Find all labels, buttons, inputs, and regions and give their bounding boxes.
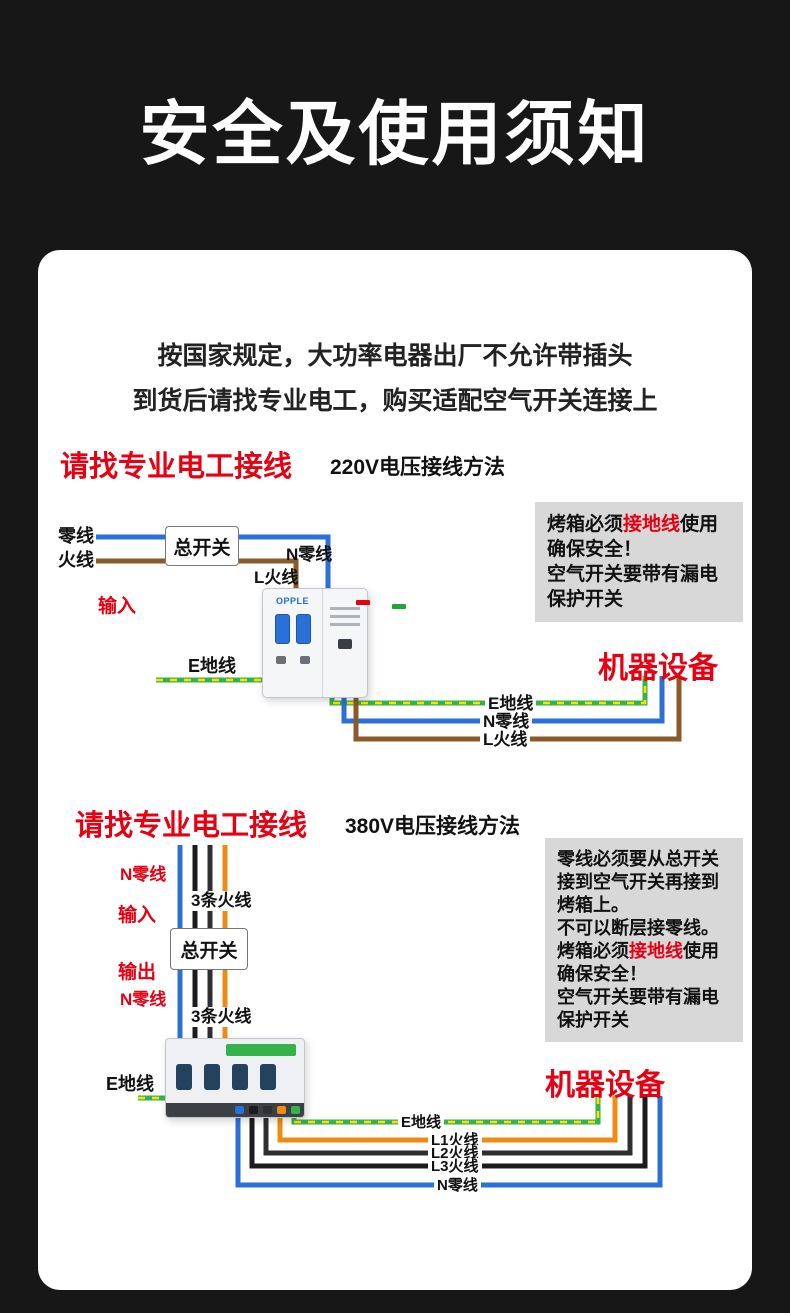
label-l1-out-380: L1火线	[428, 1132, 482, 1150]
note-line: 接到空气开关再接到	[557, 872, 719, 892]
red-indicator-mark	[356, 600, 370, 605]
label-earth-out-380: E地线	[398, 1114, 445, 1132]
label-l3-out-380: L3火线	[428, 1158, 482, 1176]
note-line: 确保安全！	[547, 539, 643, 560]
breaker-220-handles	[274, 614, 311, 644]
breaker-220-test-button	[338, 639, 352, 649]
note-text-segment: 接地线	[629, 941, 683, 961]
note-text-segment: 接地线	[623, 514, 681, 535]
label-n-neutral-220: N零线	[286, 545, 333, 564]
main-switch-label-220: 总开关	[173, 537, 231, 559]
terminal-l3	[249, 1106, 258, 1114]
intro-text: 按国家规定，大功率电器出厂不允许带插头 到货后请找专业电工，购买适配空气开关连接…	[38, 334, 752, 424]
green-indicator-mark	[392, 604, 406, 609]
circuit-breaker-photo-220v: OPPLE	[262, 588, 368, 698]
wire-n-neutral-220	[239, 534, 331, 592]
breaker-220-terminals	[275, 656, 310, 664]
terminal-l1	[277, 1106, 286, 1114]
note-text-segment: 烤箱必须	[547, 514, 624, 535]
main-switch-box-220: 总开关	[165, 526, 239, 566]
terminal-neutral	[235, 1106, 244, 1114]
label-three-live-in-380: 3条火线	[188, 891, 255, 911]
device-label-220: 机器设备	[598, 652, 718, 685]
note-line: 保护开关	[557, 1010, 629, 1030]
label-earth-in-220: E地线	[188, 656, 237, 676]
label-earth-out-220: E地线	[485, 694, 537, 714]
heading-220v-method: 220V电压接线方法	[330, 456, 506, 479]
label-neutral-out-220: N零线	[480, 712, 533, 732]
label-live-out-220: L火线	[480, 730, 531, 750]
label-live-in-220: 火线	[58, 550, 94, 570]
main-switch-box-380: 总开关	[170, 928, 248, 970]
note-line: 空气开关要带有漏电	[547, 564, 719, 585]
wiring-diagrams-svg	[96, 534, 682, 1188]
wire-l-live-220	[239, 558, 299, 592]
heading-380v-red: 请找专业电工接线	[75, 810, 308, 842]
note-text-segment: 使用	[680, 514, 719, 535]
note-line: 不可以断层接零线。	[557, 918, 719, 938]
note-line: 空气开关要带有漏电	[557, 987, 719, 1007]
heading-220v-red: 请找专业电工接线	[60, 451, 293, 483]
note-line: 烤箱上。	[557, 895, 629, 915]
intro-line-2: 到货后请找专业电工，购买适配空气开关连接上	[132, 387, 658, 415]
note-line: 烤箱必须接地线使用	[557, 940, 731, 963]
circuit-breaker-photo-380v	[165, 1038, 305, 1118]
label-input-380: 输入	[118, 905, 157, 926]
label-n-neutral-mid-380: N零线	[120, 990, 167, 1009]
breaker-brand-label: OPPLE	[275, 596, 309, 606]
note-box-220: 烤箱必须接地线使用 确保安全！ 空气开关要带有漏电 保护开关	[535, 502, 743, 622]
label-input-220: 输入	[98, 596, 137, 617]
label-n-out-380: N零线	[434, 1177, 481, 1195]
heading-380v-method: 380V电压接线方法	[345, 815, 521, 838]
label-l-live-220: L火线	[254, 568, 299, 587]
terminal-earth	[291, 1106, 300, 1114]
label-n-neutral-in-380: N零线	[120, 865, 167, 884]
note-text-segment: 烤箱必须	[557, 941, 629, 961]
label-earth-in-380: E地线	[106, 1074, 155, 1094]
note-line: 保护开关	[547, 589, 624, 610]
breaker-220-rcd-module	[323, 589, 367, 697]
breaker-380-terminal-strip	[166, 1103, 304, 1117]
main-switch-label-380: 总开关	[180, 940, 238, 962]
note-line: 烤箱必须接地线使用	[547, 512, 731, 537]
note-box-380: 零线必须要从总开关 接到空气开关再接到 烤箱上。 不可以断层接零线。 烤箱必须接…	[545, 838, 743, 1042]
note-line: 零线必须要从总开关	[557, 849, 719, 869]
breaker-220-switch-module: OPPLE	[263, 589, 323, 697]
device-label-380: 机器设备	[545, 1069, 665, 1102]
content-card: 按国家规定，大功率电器出厂不允许带插头 到货后请找专业电工，购买适配空气开关连接…	[38, 250, 752, 1290]
terminal-l2	[263, 1106, 272, 1114]
note-text-segment: 使用	[683, 941, 719, 961]
note-line: 确保安全！	[557, 964, 647, 984]
label-three-live-out-380: 3条火线	[188, 1007, 255, 1027]
intro-line-1: 按国家规定，大功率电器出厂不允许带插头	[157, 342, 633, 370]
page-title: 安全及使用须知	[139, 95, 651, 173]
label-l2-out-380: L2火线	[428, 1145, 482, 1163]
breaker-220-markings	[329, 607, 361, 631]
label-output-380: 输出	[118, 962, 157, 983]
breaker-380-handles	[176, 1064, 276, 1090]
label-neutral-in-220: 零线	[58, 526, 94, 546]
breaker-380-green-strip	[226, 1044, 296, 1056]
